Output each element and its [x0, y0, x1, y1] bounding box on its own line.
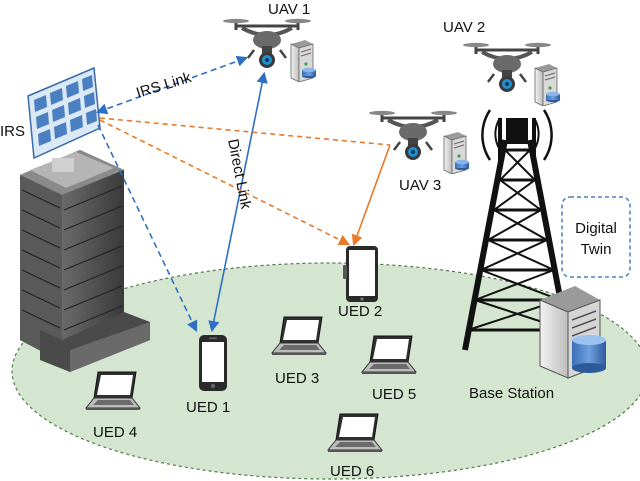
uav2-label: UAV 2 — [443, 19, 485, 36]
ued2-label: UED 2 — [338, 303, 382, 320]
irs-panel-icon — [27, 66, 101, 160]
direct-link-label: Direct Link — [224, 138, 254, 211]
base-station-label: Base Station — [469, 385, 554, 402]
links — [95, 55, 391, 333]
uav-icon — [222, 16, 317, 82]
ued5-label: UED 5 — [372, 386, 416, 403]
tablet-icon — [343, 246, 378, 302]
ued1-label: UED 1 — [186, 399, 230, 416]
uav-icon — [462, 40, 561, 106]
irs-label: IRS — [0, 123, 25, 140]
database-icon — [572, 335, 606, 373]
digital-twin-box — [561, 196, 631, 278]
ued4-label: UED 4 — [93, 424, 137, 441]
ued3-label: UED 3 — [275, 370, 319, 387]
ground-area — [11, 262, 640, 480]
digital-twin-label-line1: Digital — [575, 220, 617, 237]
uav-icon — [368, 108, 470, 174]
building-icon — [20, 150, 150, 372]
uav3-label: UAV 3 — [399, 177, 441, 194]
irs-link-label: IRS Link — [134, 69, 194, 102]
ued6-label: UED 6 — [330, 463, 374, 480]
smartphone-icon — [199, 335, 227, 391]
digital-twin-label-line2: Twin — [581, 241, 612, 258]
uav1-label: UAV 1 — [268, 1, 310, 18]
